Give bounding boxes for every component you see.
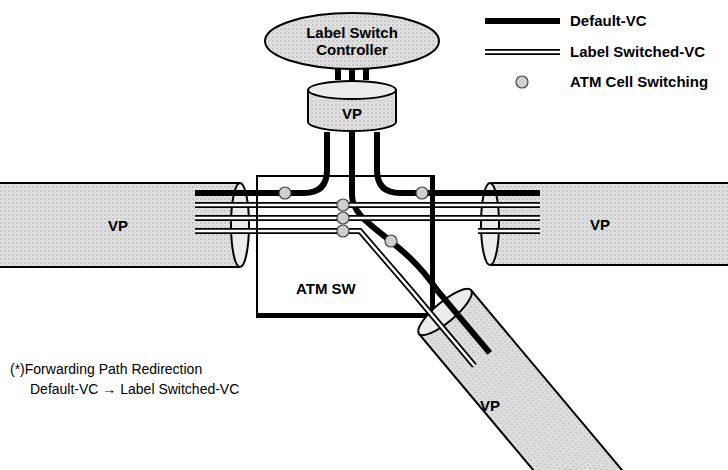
- legend-double-line: [485, 51, 560, 54]
- legend-text: Label Switched-VC: [570, 43, 705, 61]
- default-vc-line: [250, 132, 327, 193]
- legend-text: Default-VC: [570, 12, 647, 30]
- controller-ellipse: Label Switch Controller: [264, 12, 440, 70]
- note-text: Default-VC → Label Switched-VC: [30, 380, 239, 398]
- switch-dot: [279, 187, 291, 199]
- node-label: VP: [108, 217, 128, 234]
- vp-cylinder: VP: [307, 80, 397, 132]
- text-holder: VP: [480, 397, 500, 414]
- legend-thick-line: [485, 18, 560, 24]
- vp-tube: VP: [0, 182, 250, 268]
- switch-dot: [337, 225, 349, 237]
- default-vc-line: [377, 132, 478, 193]
- text-holder: VP: [590, 216, 610, 233]
- text-holder: VP: [342, 105, 362, 122]
- legend-text: ATM Cell Switching: [570, 73, 708, 91]
- vp-tube-diagonal-outline: [405, 290, 555, 470]
- switch-dot: [337, 212, 349, 224]
- label-switched-vc-line: [250, 205, 478, 218]
- default-vc-line: [352, 132, 437, 290]
- note-text: (*)Forwarding Path Redirection: [10, 360, 202, 378]
- switch-dot: [337, 199, 349, 211]
- node-label: ATM SW: [296, 280, 356, 297]
- node-label: VP: [342, 105, 362, 122]
- vp-tube-diagonal: VP: [405, 290, 555, 470]
- text-holder: Label Switch Controller: [287, 24, 417, 58]
- vp-tube: VP: [478, 182, 728, 266]
- switch-dot: [385, 235, 397, 247]
- text-holder: ATM SW: [296, 280, 356, 297]
- atm-switch-box: ATM SW: [256, 175, 435, 318]
- node-label: Label Switch Controller: [287, 24, 417, 58]
- legend-double-line: [485, 49, 560, 55]
- node-label: VP: [480, 397, 500, 414]
- text-holder: VP: [108, 217, 128, 234]
- node-label: VP: [590, 216, 610, 233]
- switch-dot: [416, 187, 428, 199]
- legend-dot: [516, 76, 528, 88]
